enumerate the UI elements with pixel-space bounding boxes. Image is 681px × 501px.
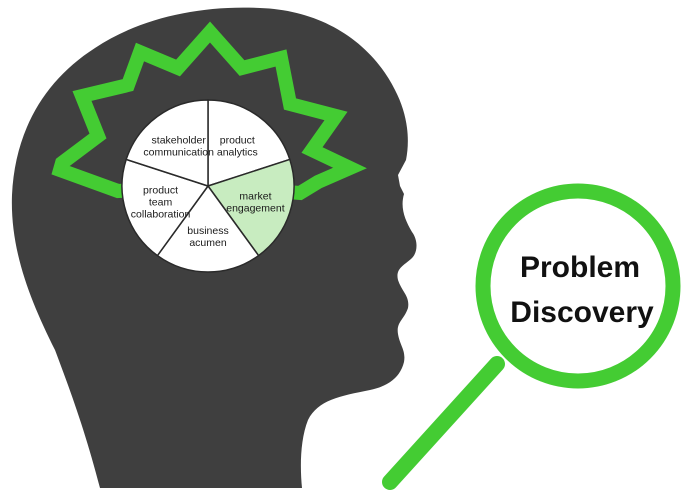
- wheel-segment: [156, 184, 260, 273]
- magnifying-glass-icon: Problem Discovery: [382, 183, 681, 490]
- lens-title-line2: Discovery: [510, 296, 654, 329]
- wheel-segment: [206, 158, 295, 257]
- wheel-segment: [121, 158, 210, 257]
- lens-title-line1: Problem: [520, 251, 640, 284]
- wheel-segment: [125, 99, 209, 188]
- wheel-segment: [207, 99, 291, 188]
